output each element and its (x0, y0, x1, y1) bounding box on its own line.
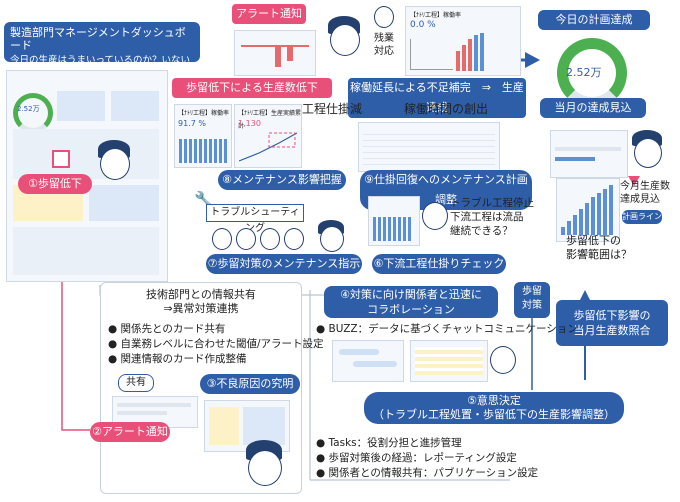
step2-alert-notice: ②アラート通知 (90, 422, 170, 442)
mini-chart-4 (89, 185, 159, 221)
mini-chart-2 (111, 91, 159, 121)
rate-chart: 【ﾅﾄﾘ工程】稼働率 91.7 % (174, 104, 232, 168)
title-box: 製造部門マネージメントダッシュボード 今日の生産はうまいっているのか？いないのか… (4, 22, 200, 79)
step1-yield-drop: ①歩留低下 (18, 174, 92, 194)
trouble-question: トラブル工程停止 下流工程は流品 継続できる？ (450, 197, 534, 237)
worker-illustration-5 (240, 440, 288, 496)
worker-illustration-2 (322, 10, 366, 70)
plan-line-label: 計画ライン (622, 210, 662, 224)
chat-thumb-2 (410, 340, 488, 382)
pink-marker (52, 150, 70, 168)
tech-share-label: 技術部門との情報共有 ⇒異常対策連携 (146, 288, 256, 315)
forecast-bar-chart (556, 178, 620, 242)
bullet-bottom-1: ● Tasks：役割分担と進捗管理 (316, 437, 462, 449)
step4-collaboration: ④対策に向け関係者と迅速に コラボレーション (324, 286, 498, 318)
trouble-chart-thumb (368, 196, 420, 246)
overtime-label: 残業 対応 (374, 33, 394, 57)
title-line1: 製造部門マネージメントダッシュボード (10, 26, 186, 52)
step3-root-cause: ③不良原因の究明 (200, 374, 300, 394)
today-plan-label: 今日の計画達成 (538, 10, 650, 30)
arrowhead-right-top (525, 52, 540, 68)
cumulative-line (239, 132, 297, 162)
overtime-value: 0.0 % (410, 20, 436, 30)
month-prod-check: 歩留低下影響の 当月生産数照合 (556, 300, 668, 346)
plan-gauge-value: 2.52万 (566, 66, 602, 79)
bullet-bottom-2: ● 歩留対策後の経過：レポーティング設定 (316, 452, 517, 464)
month-forecast-label: 当月の達成見込 (540, 98, 646, 118)
cumulative-chart-title: 【ﾅﾄﾘ工程】生産実績累計 (238, 110, 302, 130)
rate-chart-title: 【ﾅﾄﾘ工程】稼働率 (178, 110, 230, 117)
bullet-buzz: ● BUZZ：データに基づくチャットコミュニケーション (316, 323, 578, 335)
bullets-bottom: ● Tasks：役割分担と進捗管理 ● 歩留対策後の経過：レポーティング設定 ●… (316, 436, 538, 481)
arrowhead-up-right (579, 290, 591, 302)
step6-downstream-check: ⑥下流工程仕掛りチェック (372, 254, 506, 274)
step7-maintenance-instruction: ⑦歩留対策のメンテナンス指示 (206, 254, 362, 274)
wip-reduce-label: 工程仕掛減 (302, 102, 363, 116)
mini-table-2 (13, 227, 159, 275)
alert-notice-top: アラート通知 (232, 4, 306, 24)
overtime-chart-title: 【ﾅﾄﾘ工程】稼働率 (410, 12, 462, 19)
month-prod-forecast: 今月生産数 達成見込 (620, 181, 670, 205)
bullet-left-1: ● 関係先とのカード共有 (108, 323, 226, 335)
table-thumb (358, 122, 500, 172)
bullets-left: ● 関係先とのカード共有 ● 自業務レベルに合わせた閾値/アラート設定 ● 関連… (108, 322, 324, 367)
worker-small (372, 4, 396, 30)
alert-chart-thumb (234, 30, 316, 76)
right-dash-thumb (550, 130, 628, 178)
chat-thumb-1 (332, 340, 404, 382)
bullet-left-2: ● 自業務レベルに合わせた閾値/アラート設定 (108, 338, 324, 350)
forecast-bars (561, 185, 615, 235)
worker-illustration-4 (420, 196, 450, 236)
rate-value: 91.7 % (178, 119, 206, 128)
cumulative-value: 1,130 (238, 119, 261, 128)
uptime-extension-label: 稼働延長による不足補完 ⇒ 生産達成 (348, 78, 526, 118)
mini-table (13, 129, 159, 179)
worker-illustration-6 (486, 340, 520, 380)
yield-measure-label: 歩留 対策 (514, 282, 550, 318)
yield-drop-label: 歩留低下による生産数低下 (172, 78, 332, 98)
mini-gauge-value: 2.52万 (17, 105, 40, 113)
mini-chart-1 (57, 91, 105, 121)
pink-arrow-down (628, 176, 640, 186)
root-cause-thumb (204, 400, 290, 452)
worker-illustration-1 (94, 140, 134, 190)
worker-illustration-3 (628, 130, 668, 176)
team-illustration (206, 220, 346, 256)
troubleshooting-label: トラブルシューティング (206, 204, 304, 234)
overtime-chart: 【ﾅﾄﾘ工程】稼働率 0.0 % (405, 6, 521, 76)
overtime-bars (456, 31, 514, 71)
bullet-bottom-3: ● 関係者との情報共有：パブリケーション設定 (316, 467, 539, 479)
impact-question: 歩留低下の 影響範囲は？ (566, 234, 632, 261)
cumulative-chart: 【ﾅﾄﾘ工程】生産実績累計 1,130 (234, 104, 302, 168)
create-time-label: 稼働時間の創出 (404, 102, 489, 116)
step5-decision: ⑤意思決定 （トラブル工程処置・歩留低下の生産影響調整） (364, 392, 624, 424)
shared-label: 共有 (118, 374, 154, 392)
step8-maintenance-impact: ⑧メンテナンス影響把握 (218, 170, 346, 190)
bullet-left-3: ● 関連情報のカード作成整備 (108, 353, 247, 365)
